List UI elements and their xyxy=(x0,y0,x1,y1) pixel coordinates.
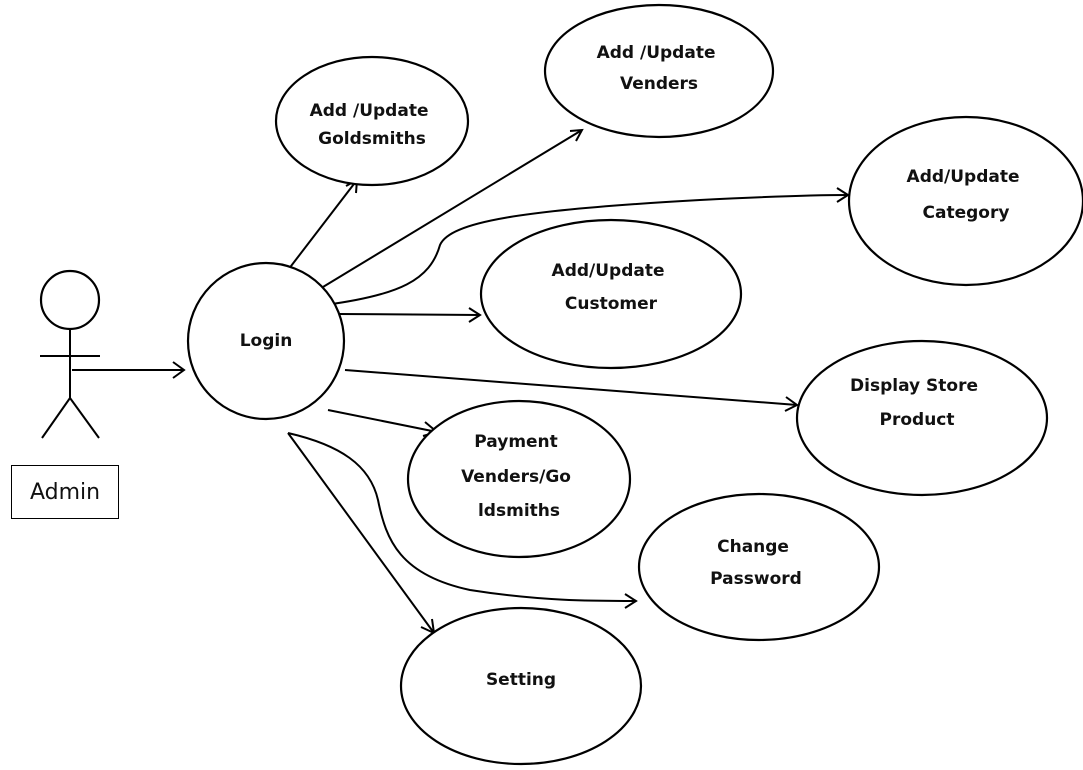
login-to-setting-arrow xyxy=(287,432,435,634)
venders-label-line-1: Add /Update xyxy=(597,43,716,63)
customer-label-line-1: Add/Update xyxy=(552,261,665,281)
password-label: Change Password xyxy=(710,537,802,589)
payment-label-line-3: ldsmiths xyxy=(478,501,560,521)
customer-label-line-2: Customer xyxy=(565,294,658,314)
admin-label-text: Admin xyxy=(29,479,101,505)
category-label: Add/Update Category xyxy=(907,167,1026,223)
display-label: Display Store Product xyxy=(850,376,984,430)
password-label-line-1: Change xyxy=(717,537,789,557)
login-to-display-arrowhead xyxy=(784,396,799,412)
venders-label: Add /Update Venders xyxy=(597,43,722,94)
actor-to-login-arrowhead xyxy=(172,361,186,379)
admin-actor-figure xyxy=(39,269,101,439)
goldsmiths-label: Add /Update Goldsmiths xyxy=(310,101,435,149)
goldsmiths-usecase xyxy=(274,55,470,187)
goldsmiths-label-line-2: Goldsmiths xyxy=(318,129,426,149)
payment-label: Payment Venders/Go ldsmiths xyxy=(461,432,577,521)
customer-label: Add/Update Customer xyxy=(552,261,671,314)
payment-label-line-1: Payment xyxy=(474,432,558,452)
category-usecase xyxy=(847,115,1083,287)
payment-usecase xyxy=(406,399,632,559)
setting-usecase xyxy=(399,606,643,766)
payment-label-line-2: Venders/Go xyxy=(461,467,571,487)
login-to-password-arrow xyxy=(287,432,637,602)
category-label-line-1: Add/Update xyxy=(907,167,1020,187)
venders-label-line-2: Venders xyxy=(620,74,698,94)
login-to-payment-arrow xyxy=(327,409,438,433)
login-to-customer-arrow xyxy=(337,313,481,316)
login-to-customer-arrowhead xyxy=(468,307,482,323)
venders-usecase xyxy=(543,3,775,139)
login-to-category-arrowhead xyxy=(836,187,850,203)
login-to-display-arrow xyxy=(344,369,798,406)
display-label-line-2: Product xyxy=(880,410,955,430)
password-label-line-2: Password xyxy=(710,569,802,589)
actor-right-leg xyxy=(69,397,100,439)
login-to-venders-arrowhead xyxy=(569,128,584,142)
admin-actor-label: Admin xyxy=(11,465,119,519)
password-usecase xyxy=(637,492,881,642)
customer-usecase xyxy=(479,218,743,370)
login-to-venders-arrow xyxy=(317,129,583,291)
login-to-password-arrowhead xyxy=(624,593,638,609)
login-usecase xyxy=(186,261,346,421)
login-label: Login xyxy=(240,331,293,351)
display-usecase xyxy=(795,339,1049,497)
login-to-goldsmiths-arrow xyxy=(287,179,358,271)
setting-label: Setting xyxy=(486,670,556,690)
display-label-line-1: Display Store xyxy=(850,376,978,396)
category-label-line-2: Category xyxy=(923,203,1010,223)
login-to-category-arrow xyxy=(324,194,849,306)
goldsmiths-label-line-1: Add /Update xyxy=(310,101,429,121)
actor-left-leg xyxy=(41,397,71,439)
actor-head xyxy=(39,269,101,331)
